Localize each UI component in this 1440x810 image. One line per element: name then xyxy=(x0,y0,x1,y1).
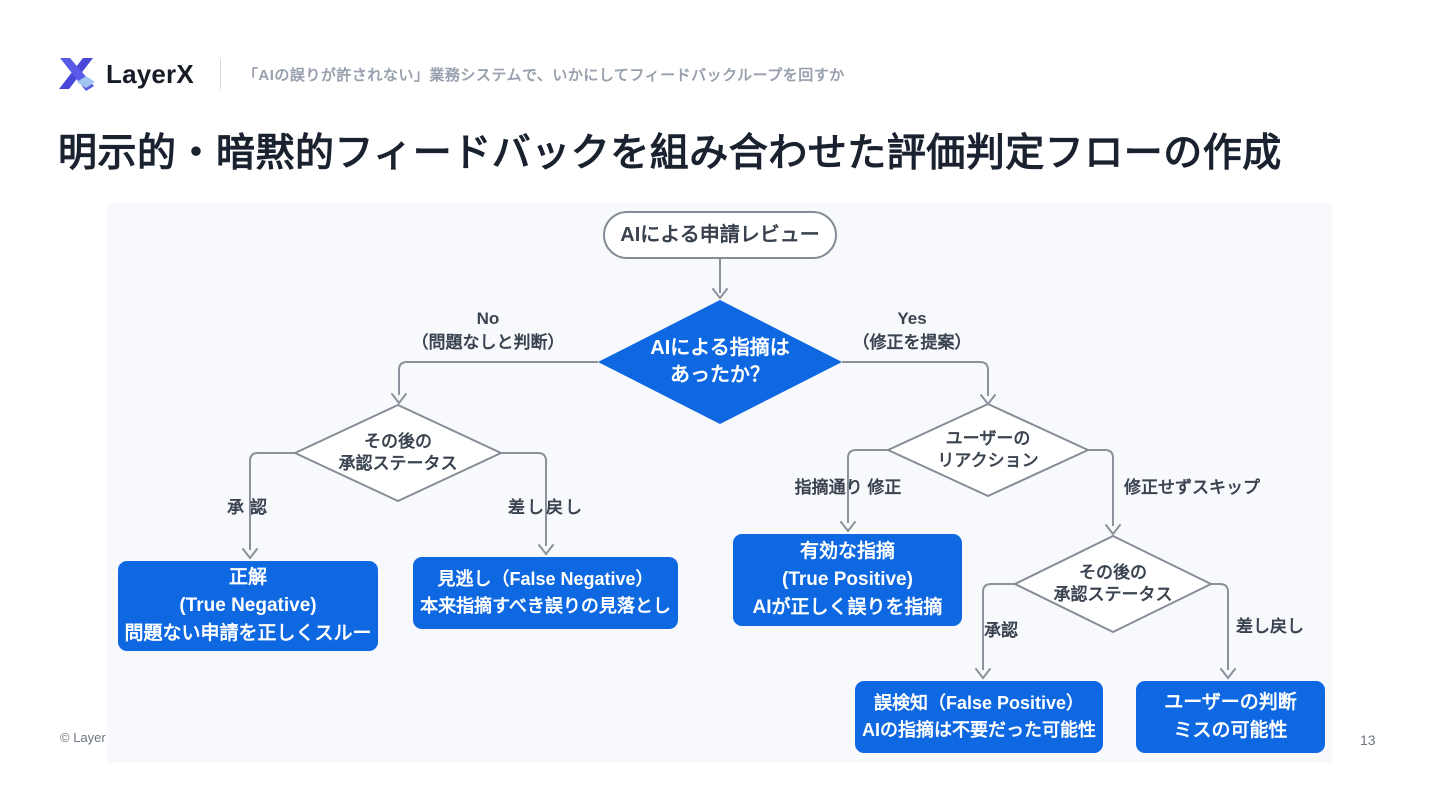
outcome-user-misjudge: ユーザーの判断 ミスの可能性 xyxy=(1136,681,1325,753)
arrowhead xyxy=(712,288,728,300)
edge-right2-sendback xyxy=(1211,583,1229,670)
branch-yes-label: Yes （修正を提案） xyxy=(852,309,972,352)
header-subtitle: 「AIの誤りが許されない」業務システムで、いかにしてフィードバックループを回すか xyxy=(242,66,845,84)
edge-label-approve-left: 承認 xyxy=(227,498,273,517)
copyright-text: © Layer xyxy=(60,730,106,745)
branch-no-label: No （問題なしと判断） xyxy=(411,309,565,352)
layerx-logo-icon xyxy=(59,58,95,91)
edge-label-sendback-right: 差し戻し xyxy=(1236,617,1304,636)
arrowhead xyxy=(242,548,258,560)
right2-decision-shape xyxy=(1014,535,1212,633)
edge-left-approve xyxy=(249,452,295,550)
root-decision-label: AIによる指摘は あったか？ xyxy=(650,337,790,386)
arrowhead xyxy=(1105,524,1121,536)
left-decision-label: その後の 承認ステータス xyxy=(338,432,458,473)
arrowhead xyxy=(538,544,554,556)
left-decision-shape xyxy=(294,404,502,502)
start-node-shape xyxy=(603,211,837,259)
edge-left-sendback xyxy=(501,452,547,546)
logo-wordmark: LayerX xyxy=(106,58,194,89)
edge-label-approve-right: 承認 xyxy=(984,621,1018,640)
arrowhead xyxy=(840,521,856,533)
edge-label-skip: 修正せずスキップ xyxy=(1124,478,1260,497)
outcome-false-positive: 誤検知（False Positive） AIの指摘は不要だった可能性 xyxy=(855,681,1103,753)
arrowhead xyxy=(1220,668,1236,680)
edge-right2-approve xyxy=(982,583,1015,670)
flowchart-panel: AIによる申請レビュー AIによる指摘は あったか？ No （問題なしと判断） … xyxy=(107,203,1332,763)
right2-decision-label: その後の 承認ステータス xyxy=(1053,563,1173,604)
edge-right-skip xyxy=(1088,449,1114,526)
outcome-false-negative: 見逃し（False Negative） 本来指摘すべき誤りの見落とし xyxy=(413,557,678,629)
root-decision-shape xyxy=(598,300,842,424)
edge-root-yes xyxy=(842,361,989,396)
outcome-true-positive: 有効な指摘 (True Positive) AIが正しく誤りを指摘 xyxy=(733,534,962,626)
header-divider xyxy=(219,59,221,89)
right-decision-shape xyxy=(887,403,1089,497)
flowchart-graphics xyxy=(242,211,1236,680)
edge-label-sendback-left: 差し戻し xyxy=(508,498,584,517)
slide-header: LayerX 「AIの誤りが許されない」業務システムで、いかにしてフィードバック… xyxy=(56,54,845,94)
edge-root-no xyxy=(398,361,598,395)
page-title: 明示的・暗黙的フィードバックを組み合わせた評価判定フローの作成 xyxy=(58,132,1282,175)
right-decision-label: ユーザーの リアクション xyxy=(937,429,1039,470)
page-number: 13 xyxy=(1360,732,1376,748)
arrowhead xyxy=(975,668,991,680)
arrowhead xyxy=(980,394,996,406)
edge-right-fix xyxy=(847,449,888,523)
arrowhead xyxy=(391,393,407,405)
outcome-true-negative: 正解 (True Negative) 問題ない申請を正しくスルー xyxy=(118,561,378,651)
edge-label-fix: 指摘通り 修正 xyxy=(794,478,902,497)
start-node-label: AIによる申請レビュー xyxy=(620,224,820,246)
